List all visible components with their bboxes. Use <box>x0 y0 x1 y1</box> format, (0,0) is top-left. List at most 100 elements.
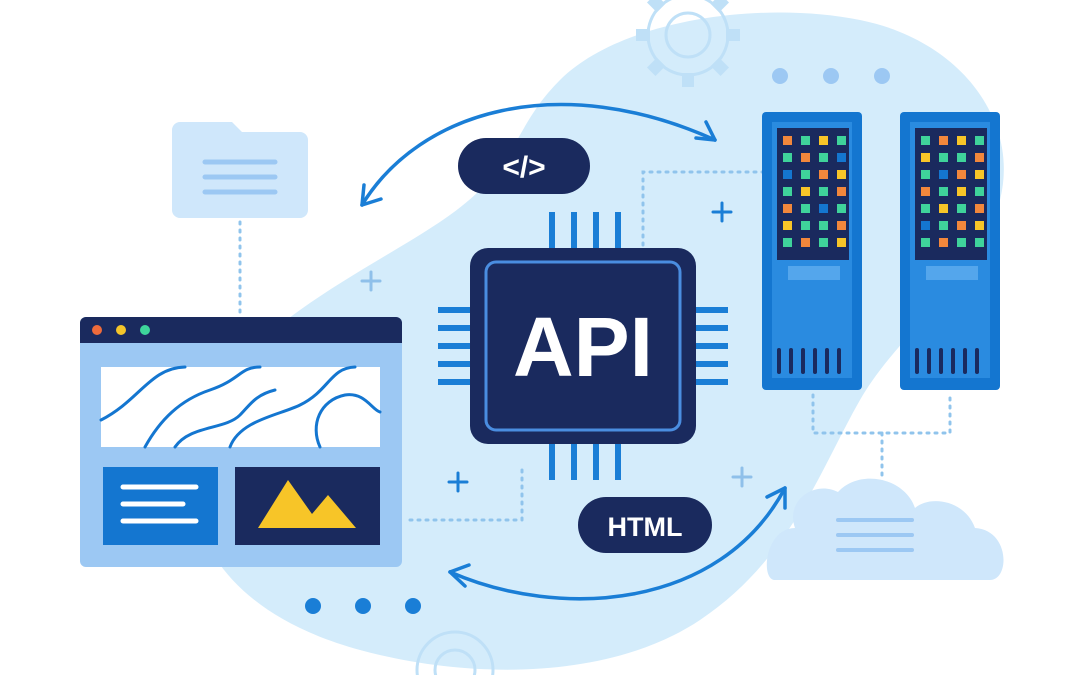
decorative-dots <box>772 68 890 84</box>
code-tag-icon: </> <box>458 138 590 194</box>
server-led <box>837 153 846 162</box>
server-led <box>921 153 930 162</box>
image-icon <box>235 467 380 545</box>
chip-pin <box>549 212 555 248</box>
server-led <box>939 204 948 213</box>
html-tag-icon: HTML <box>578 497 712 553</box>
api-label: API <box>513 300 653 394</box>
server-led <box>957 153 966 162</box>
plus-icon <box>731 466 753 488</box>
server-led <box>783 153 792 162</box>
dotted-connectors <box>238 170 952 522</box>
server-led <box>939 221 948 230</box>
server-led <box>975 136 984 145</box>
server-led <box>921 187 930 196</box>
gear-tooth <box>726 29 740 41</box>
server-led <box>957 221 966 230</box>
server-led <box>783 204 792 213</box>
server-led <box>783 238 792 247</box>
server-led <box>819 136 828 145</box>
server-led <box>837 238 846 247</box>
server-led <box>819 153 828 162</box>
gear-icon <box>636 0 740 87</box>
server-led <box>819 238 828 247</box>
chip-pin <box>696 325 728 331</box>
server-led <box>975 221 984 230</box>
server-led <box>801 136 810 145</box>
chip-icon: API <box>438 212 728 480</box>
close-dot <box>92 325 102 335</box>
sync-arrow-icon <box>360 102 717 207</box>
gear-tooth <box>646 57 666 77</box>
chip-pin <box>438 325 470 331</box>
gear-tooth <box>682 73 694 87</box>
chip-pin <box>438 343 470 349</box>
server-led <box>939 153 948 162</box>
chip-pin <box>593 212 599 248</box>
chip-pin <box>438 379 470 385</box>
plus-icon <box>360 270 382 292</box>
server-led <box>957 170 966 179</box>
html-tag-label: HTML <box>608 512 683 542</box>
gear-icon <box>415 630 495 675</box>
server-led <box>837 136 846 145</box>
server-led <box>837 204 846 213</box>
server-led <box>975 153 984 162</box>
chip-pin <box>615 444 621 480</box>
server-led <box>921 170 930 179</box>
server-led <box>783 170 792 179</box>
server-led <box>801 238 810 247</box>
server-led <box>783 221 792 230</box>
chip-pin <box>696 361 728 367</box>
server-led <box>957 238 966 247</box>
plus-icon <box>711 201 733 223</box>
server-led <box>819 170 828 179</box>
server-led <box>819 187 828 196</box>
chip-pin <box>438 307 470 313</box>
server-led <box>837 170 846 179</box>
server-led <box>837 187 846 196</box>
gear-tooth <box>710 57 730 77</box>
chip-pin <box>696 379 728 385</box>
server-led <box>921 238 930 247</box>
server-led <box>837 221 846 230</box>
server-led <box>801 221 810 230</box>
chip-pin <box>593 444 599 480</box>
code-tag-label: </> <box>502 151 545 184</box>
server-led <box>783 136 792 145</box>
server-led <box>819 204 828 213</box>
server-icon <box>762 112 862 390</box>
server-led <box>975 238 984 247</box>
chip-pin <box>571 444 577 480</box>
sync-arrow-icon <box>448 486 787 601</box>
gear-tooth <box>710 0 730 13</box>
server-led <box>957 204 966 213</box>
plus-icon <box>447 471 469 493</box>
server-led <box>819 221 828 230</box>
server-led <box>801 187 810 196</box>
server-led <box>975 187 984 196</box>
server-led <box>957 187 966 196</box>
map-panel <box>101 367 380 447</box>
server-led <box>939 187 948 196</box>
chip-pin <box>696 307 728 313</box>
server-led <box>921 204 930 213</box>
gear-tooth <box>646 0 666 13</box>
server-led <box>801 204 810 213</box>
server-led <box>801 170 810 179</box>
server-led <box>939 238 948 247</box>
server-led <box>939 136 948 145</box>
server-led <box>975 170 984 179</box>
chip-pin <box>571 212 577 248</box>
server-icon <box>900 112 1000 390</box>
chip-pin <box>549 444 555 480</box>
server-led <box>783 187 792 196</box>
chip-pin <box>438 361 470 367</box>
server-led <box>975 204 984 213</box>
server-led <box>957 136 966 145</box>
chip-pin <box>696 343 728 349</box>
browser-window-icon <box>80 317 402 567</box>
minimize-dot <box>116 325 126 335</box>
server-led <box>939 170 948 179</box>
